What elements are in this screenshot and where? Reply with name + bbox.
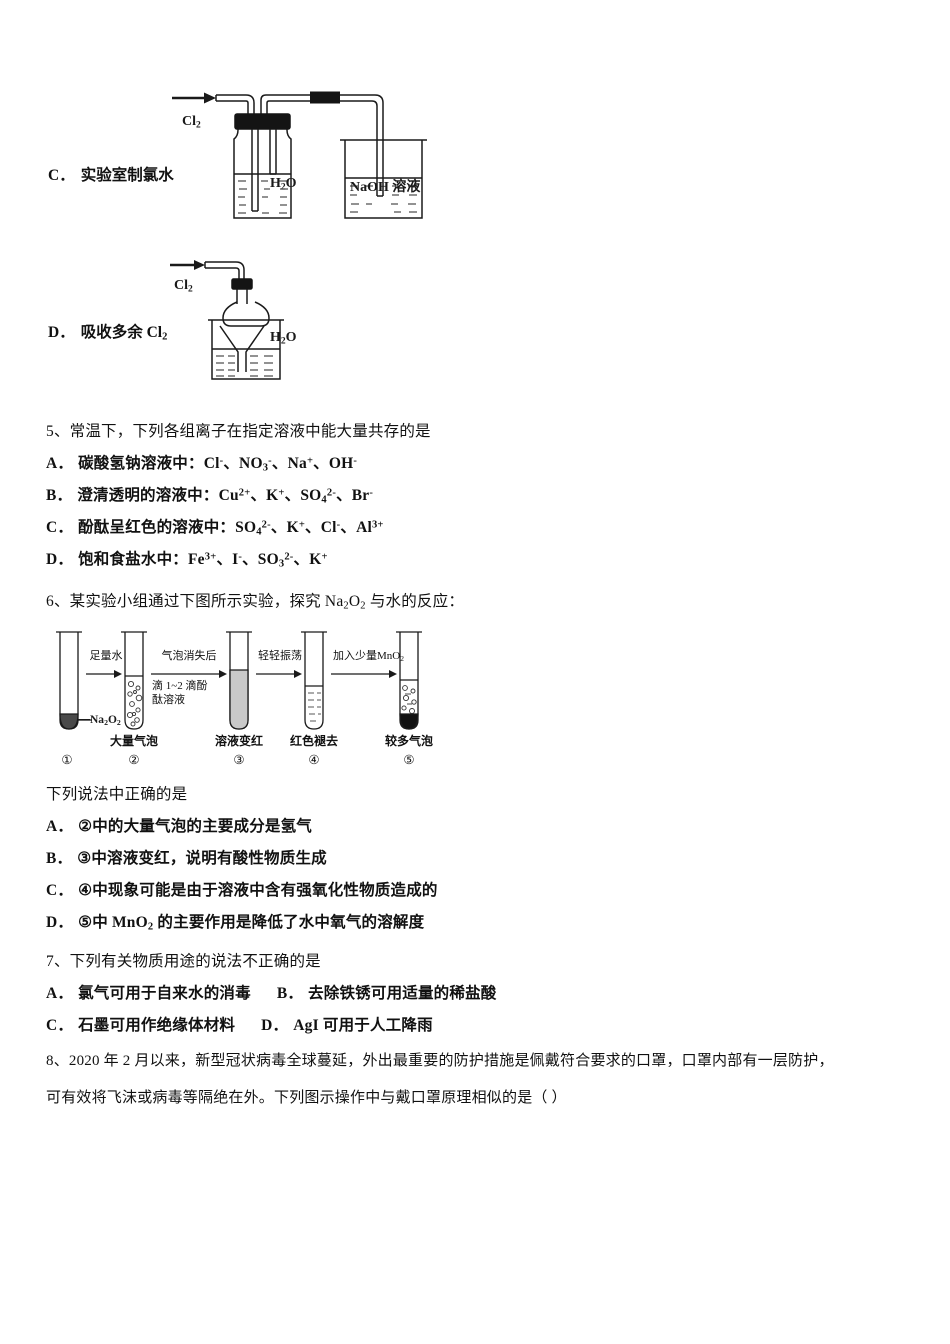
na2o2-label: Na2O2	[78, 714, 121, 727]
cl2-inlet-label: Cl2	[182, 114, 201, 131]
ion-list: SO42-、K+、Cl-、Al3+	[235, 519, 384, 538]
choice-d-sep: ．	[59, 324, 75, 341]
ion-list: Fe3+、I-、SO32-、K+	[188, 551, 328, 570]
choice-d-label: D．吸收多余 Cl2	[48, 324, 168, 343]
choice-c-label: C． 实验室制氯水	[48, 163, 174, 185]
question-6-stem: 6、某实验小组通过下图所示实验，探究 Na2O2 与水的反应：	[46, 593, 465, 612]
choice-c-letter: C	[48, 167, 60, 184]
cl2-inlet-label-d: Cl2	[174, 278, 193, 295]
naoh-beaker	[340, 139, 427, 219]
choice-c-text: 实验室制氯水	[80, 167, 174, 184]
bottle-liquid-hatch	[238, 180, 288, 214]
question-5-option-c: C．酚酞呈红色的溶液中：SO42-、K+、Cl-、Al3+	[46, 519, 384, 538]
question-5-stem: 5、常温下，下列各组离子在指定溶液中能大量共存的是	[46, 423, 431, 440]
na2o2-experiment-flowchart: Na2O2 足量水 气泡消失后 滴 1~2 滴酚酞溶液 轻轻振荡 加入少量MnO…	[52, 628, 482, 768]
figure-cl2-absorption-apparatus: Cl2 H2O	[160, 252, 390, 382]
arrow-label-1: 足量水	[89, 650, 123, 662]
question-6-option-d: D．⑤中 MnO2 的主要作用是降低了水中氧气的溶解度	[46, 914, 425, 933]
ion-list: Cl-、NO3-、Na+、OH-	[203, 455, 358, 474]
beaker-liquid-hatch	[350, 185, 417, 213]
question-8-line-2: 可有效将飞沫或病毒等隔绝在外。下列图示操作中与戴口罩原理相似的是（ ）	[46, 1090, 567, 1106]
question-8-line-1: 8、2020 年 2 月以来，新型冠状病毒全球蔓延，外出最重要的防护措施是佩戴符…	[46, 1053, 834, 1069]
question-7-stem: 7、下列有关物质用途的说法不正确的是	[46, 953, 321, 970]
question-6-option-a: A．②中的大量气泡的主要成分是氢气	[46, 818, 313, 835]
tube-2-caption: 大量气泡	[109, 734, 158, 748]
tube-1-number: ①	[61, 753, 73, 767]
tube-4-number: ④	[308, 753, 320, 767]
question-5-option-a: A．碳酸氢钠溶液中：Cl-、NO3-、Na+、OH-	[46, 455, 358, 474]
question-6-option-c: C．④中现象可能是由于溶液中含有强氧化性物质造成的	[46, 882, 438, 899]
naoh-solution-label: NaOH 溶液	[350, 180, 421, 195]
ion-list: Cu2+、K+、SO42-、Br-	[218, 487, 374, 506]
arrow-label-4: 加入少量MnO2	[333, 650, 404, 663]
choice-d-text: 吸收多余 Cl	[80, 324, 163, 341]
tube-5-number: ⑤	[403, 753, 415, 767]
question-6-option-b: B．③中溶液变红，说明有酸性物质生成	[46, 850, 327, 867]
question-6-sub-stem: 下列说法中正确的是	[46, 786, 188, 803]
tube-3-number: ③	[233, 753, 245, 767]
question-5-option-d: D．饱和食盐水中：Fe3+、I-、SO32-、K+	[46, 551, 328, 570]
tube-2-number: ②	[128, 753, 140, 767]
tube2-bubbles	[126, 680, 143, 727]
choice-d-letter: D	[48, 324, 60, 341]
tube-5-caption: 较多气泡	[384, 734, 433, 748]
absorption-water-label: H2O	[270, 330, 297, 347]
cl2-absorption-svg	[170, 260, 284, 380]
choice-c-sep: ．	[59, 167, 75, 184]
arrow-label-3: 轻轻振荡	[258, 650, 302, 662]
arrow-label-2-above: 气泡消失后	[161, 650, 217, 662]
absorption-liquid-hatch	[216, 355, 273, 377]
figure-chlorine-water-apparatus: Cl2 H2O NaOH 溶液	[160, 78, 490, 223]
flowchart-svg	[56, 631, 422, 730]
tube4-liquid-hatch	[308, 692, 321, 722]
bottle-water-label: H2O	[270, 176, 297, 193]
tube-3-caption: 溶液变红	[214, 734, 263, 748]
arrow-label-2-below: 滴 1~2 滴酚酞溶液	[152, 680, 208, 706]
tube-4-caption: 红色褪去	[289, 734, 338, 748]
chlorine-water-apparatus-svg	[172, 91, 427, 219]
tube5-bubbles	[401, 685, 417, 714]
flow-arrows	[86, 670, 397, 678]
question-5-option-b: B．澄清透明的溶液中：Cu2+、K+、SO42-、Br-	[46, 487, 374, 506]
